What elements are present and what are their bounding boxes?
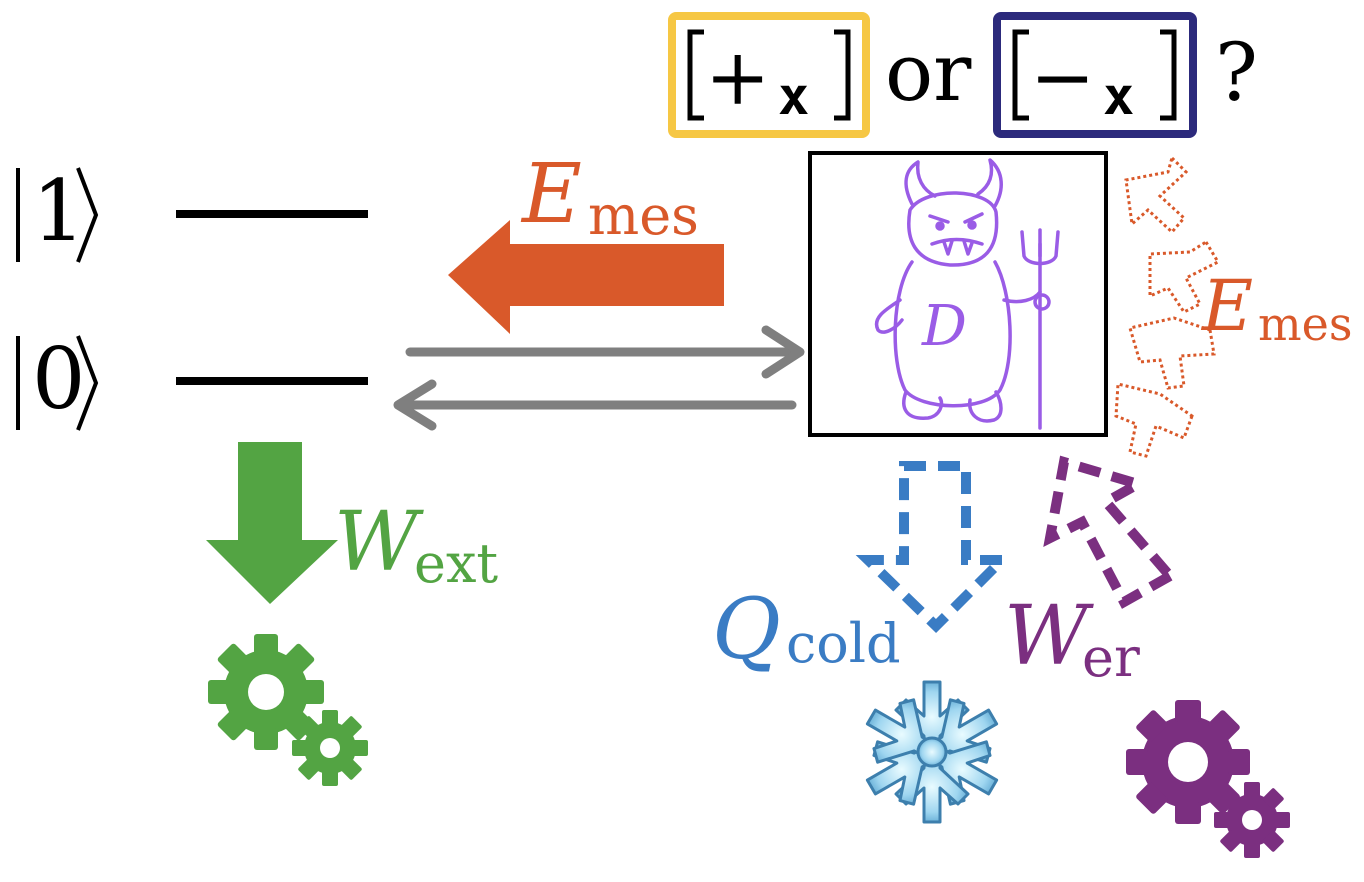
plus-x-subscript: x	[778, 67, 809, 127]
orange-left-arrow	[448, 220, 724, 334]
gears-icon	[1126, 700, 1290, 858]
work-extracted-label: W ext	[334, 495, 498, 595]
demon-icon	[874, 158, 1060, 430]
minus-x-box	[993, 12, 1197, 138]
two-level-system: 1 0	[16, 162, 368, 431]
demon-letter: D	[921, 294, 967, 359]
energy-subscript: mes	[588, 184, 699, 247]
dotted-arrow-1	[1124, 155, 1189, 235]
work-erasure-label: W er	[1004, 589, 1140, 689]
work-erasure-subscript: er	[1082, 626, 1140, 689]
ket-one: 1	[16, 162, 99, 263]
side-measurement-arrows	[1114, 155, 1221, 458]
purple-dashed-up-arrow	[1043, 455, 1178, 609]
plus-x-sign: +	[705, 33, 770, 123]
exchange-arrows	[393, 325, 805, 431]
blue-dashed-down-arrow	[855, 461, 1015, 634]
gear-large-green	[208, 634, 324, 750]
ket-zero-label: 0	[32, 330, 85, 428]
ket-zero: 0	[16, 330, 99, 431]
minus-x-subscript: x	[1103, 67, 1134, 127]
work-erasure-arrow: W er	[1004, 455, 1178, 689]
dotted-arrow-2	[1148, 239, 1221, 314]
demon-frame	[808, 151, 1108, 437]
question-mark: ?	[1215, 26, 1258, 119]
energy-measurement-arrow: E mes	[448, 147, 724, 334]
plus-x-bracket-left	[687, 29, 851, 121]
gear-small-purple	[1214, 782, 1290, 858]
green-down-arrow	[206, 442, 338, 604]
gear-small-green	[292, 710, 368, 786]
work-erasure-symbol: W	[1004, 589, 1094, 684]
heat-cold-label: Q cold	[712, 580, 901, 678]
ket-one-label: 1	[32, 162, 85, 260]
dotted-arrow-4	[1114, 382, 1194, 458]
demon-box: D	[808, 151, 1108, 437]
snowflake-icon	[865, 680, 999, 824]
heat-cold-symbol: Q	[712, 580, 781, 678]
arrow-from-demon	[393, 379, 797, 431]
dotted-arrow-3	[1128, 316, 1216, 390]
plus-x-box	[668, 12, 870, 138]
minus-x-bracket	[1012, 29, 1177, 121]
work-extracted-arrow: W ext	[206, 442, 498, 604]
arrow-to-demon	[405, 325, 805, 379]
gear-large-purple	[1126, 700, 1250, 824]
energy-measurement-label: E mes	[520, 147, 699, 247]
heat-cold-arrow: Q cold	[712, 461, 1015, 678]
measurement-question: + x or − x ?	[668, 12, 1258, 138]
side-energy-subscript: mes	[1258, 297, 1352, 351]
or-text: or	[885, 26, 972, 119]
work-extracted-symbol: W	[334, 495, 424, 590]
gears-icon	[208, 634, 368, 786]
side-energy-label: E mes	[1200, 265, 1352, 351]
work-extracted-subscript: ext	[414, 532, 498, 595]
side-energy-symbol: E	[1200, 265, 1253, 347]
minus-x-sign: −	[1030, 33, 1095, 123]
heat-cold-subscript: cold	[786, 612, 901, 675]
energy-symbol: E	[520, 147, 582, 242]
